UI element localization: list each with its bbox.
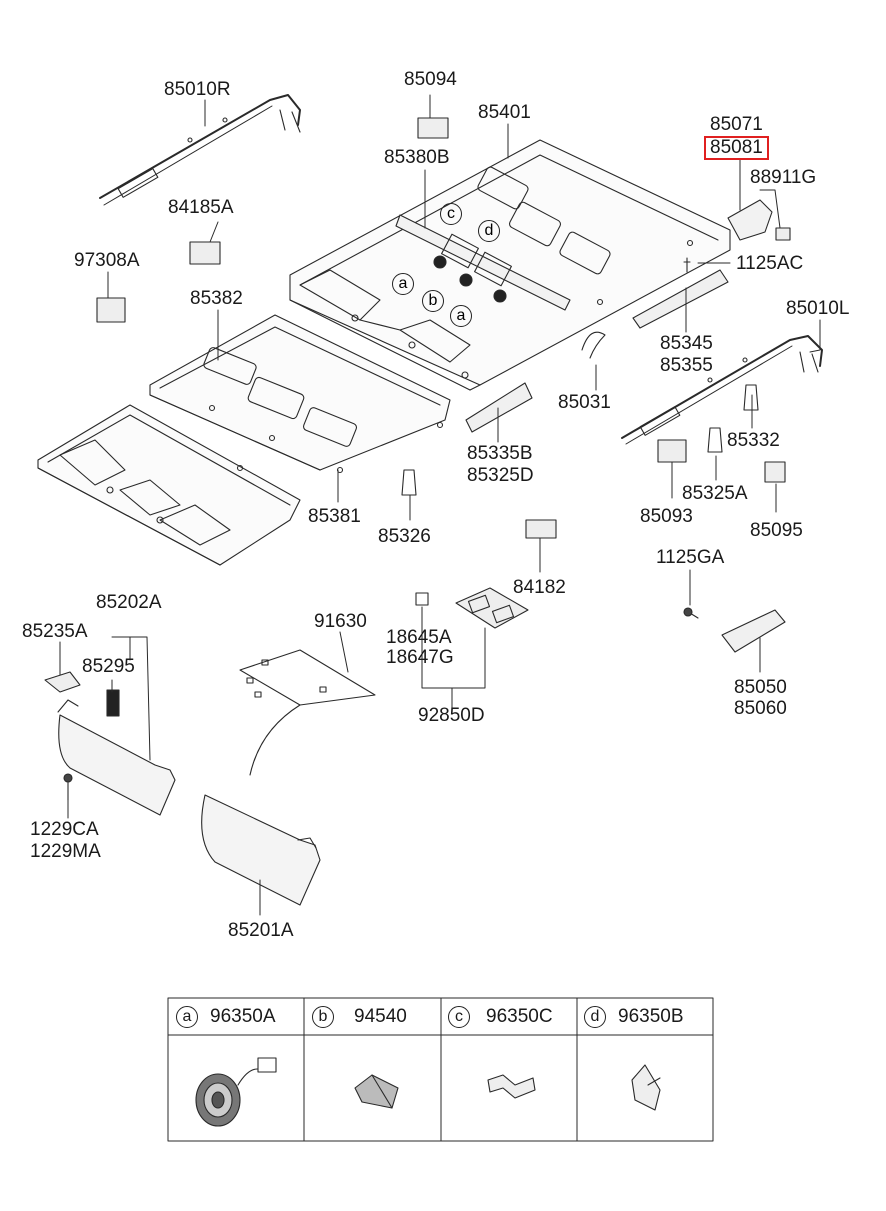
part-label-84185A: 84185A: [168, 197, 234, 218]
pad-85093: [657, 439, 687, 463]
part-label-85031: 85031: [558, 392, 611, 413]
part-label-84182: 84182: [513, 577, 566, 598]
part-label-18645A: 18645A: [386, 627, 452, 648]
pad-85095: [764, 461, 786, 483]
part-label-85325D: 85325D: [467, 465, 534, 486]
part-label-85326: 85326: [378, 526, 431, 547]
legend-part-c: 96350C: [486, 1006, 553, 1027]
legend-letter-a: a: [176, 1006, 198, 1028]
legend-letter-d: d: [584, 1006, 606, 1028]
part-label-92850D: 92850D: [418, 705, 485, 726]
pad-97308A: [96, 297, 126, 323]
part-label-85202A: 85202A: [96, 592, 162, 613]
part-label-85381: 85381: [308, 506, 361, 527]
part-label-85355: 85355: [660, 355, 713, 376]
part-label-85335B: 85335B: [467, 443, 533, 464]
part-label-85325A: 85325A: [682, 483, 748, 504]
legend-part-a: 96350A: [210, 1006, 276, 1027]
part-label-85050: 85050: [734, 677, 787, 698]
part-label-88911G: 88911G: [750, 167, 817, 188]
part-label-85093: 85093: [640, 506, 693, 527]
part-label-85201A: 85201A: [228, 920, 294, 941]
part-label-85235A: 85235A: [22, 621, 88, 642]
part-label-85071: 85071: [710, 114, 763, 135]
callout-a-1: a: [392, 273, 414, 295]
callout-a-2: a: [450, 305, 472, 327]
legend-part-d: 96350B: [618, 1006, 684, 1027]
bracket-icon: [487, 1074, 536, 1099]
part-label-85380B: 85380B: [384, 147, 450, 168]
clip-icon: [631, 1064, 661, 1111]
part-label-85060: 85060: [734, 698, 787, 719]
legend-cell-a: a 96350A: [176, 999, 276, 1035]
legend-part-b: 94540: [354, 1006, 407, 1027]
part-label-85345: 85345: [660, 333, 713, 354]
part-label-85081-highlighted: 85081: [704, 136, 769, 160]
callout-d: d: [478, 220, 500, 242]
part-label-97308A: 97308A: [74, 250, 140, 271]
sun-visor-85201A: [201, 794, 321, 906]
part-label-1125GA: 1125GA: [656, 547, 725, 568]
part-label-85401: 85401: [478, 102, 531, 123]
headlining-85381: [37, 404, 301, 566]
leader-lines: [59, 94, 821, 916]
legend-letter-c: c: [448, 1006, 470, 1028]
part-label-18647G: 18647G: [386, 647, 454, 668]
speaker-icon: [195, 1057, 277, 1127]
curtain-airbag-85010L: [621, 335, 823, 445]
part-label-91630: 91630: [314, 611, 367, 632]
part-label-85332: 85332: [727, 430, 780, 451]
part-label-85094: 85094: [404, 69, 457, 90]
pad-84182: [525, 519, 557, 539]
part-label-85010L: 85010L: [786, 298, 850, 319]
callout-c: c: [440, 203, 462, 225]
part-label-85010R: 85010R: [164, 79, 231, 100]
legend-letter-b: b: [312, 1006, 334, 1028]
small-parts: [44, 117, 791, 801]
part-label-1125AC: 1125AC: [736, 253, 804, 274]
pad-85094: [417, 117, 449, 139]
headlining-85382: [149, 314, 451, 474]
part-label-1229MA: 1229MA: [30, 841, 101, 862]
legend-cell-d: d 96350B: [584, 999, 684, 1035]
legend-cell-c: c 96350C: [448, 999, 553, 1035]
pad-84185A: [189, 241, 221, 265]
part-label-1229CA: 1229CA: [30, 819, 99, 840]
headlining-85401: [289, 139, 731, 391]
legend-cell-b: b 94540: [312, 999, 407, 1035]
block-icon: [354, 1074, 399, 1109]
curtain-airbag-85010R: [99, 94, 301, 206]
sun-visor-85202A: [57, 699, 176, 816]
part-label-85382: 85382: [190, 288, 243, 309]
callout-b: b: [422, 290, 444, 312]
part-label-85095: 85095: [750, 520, 803, 541]
part-label-85295: 85295: [82, 656, 135, 677]
